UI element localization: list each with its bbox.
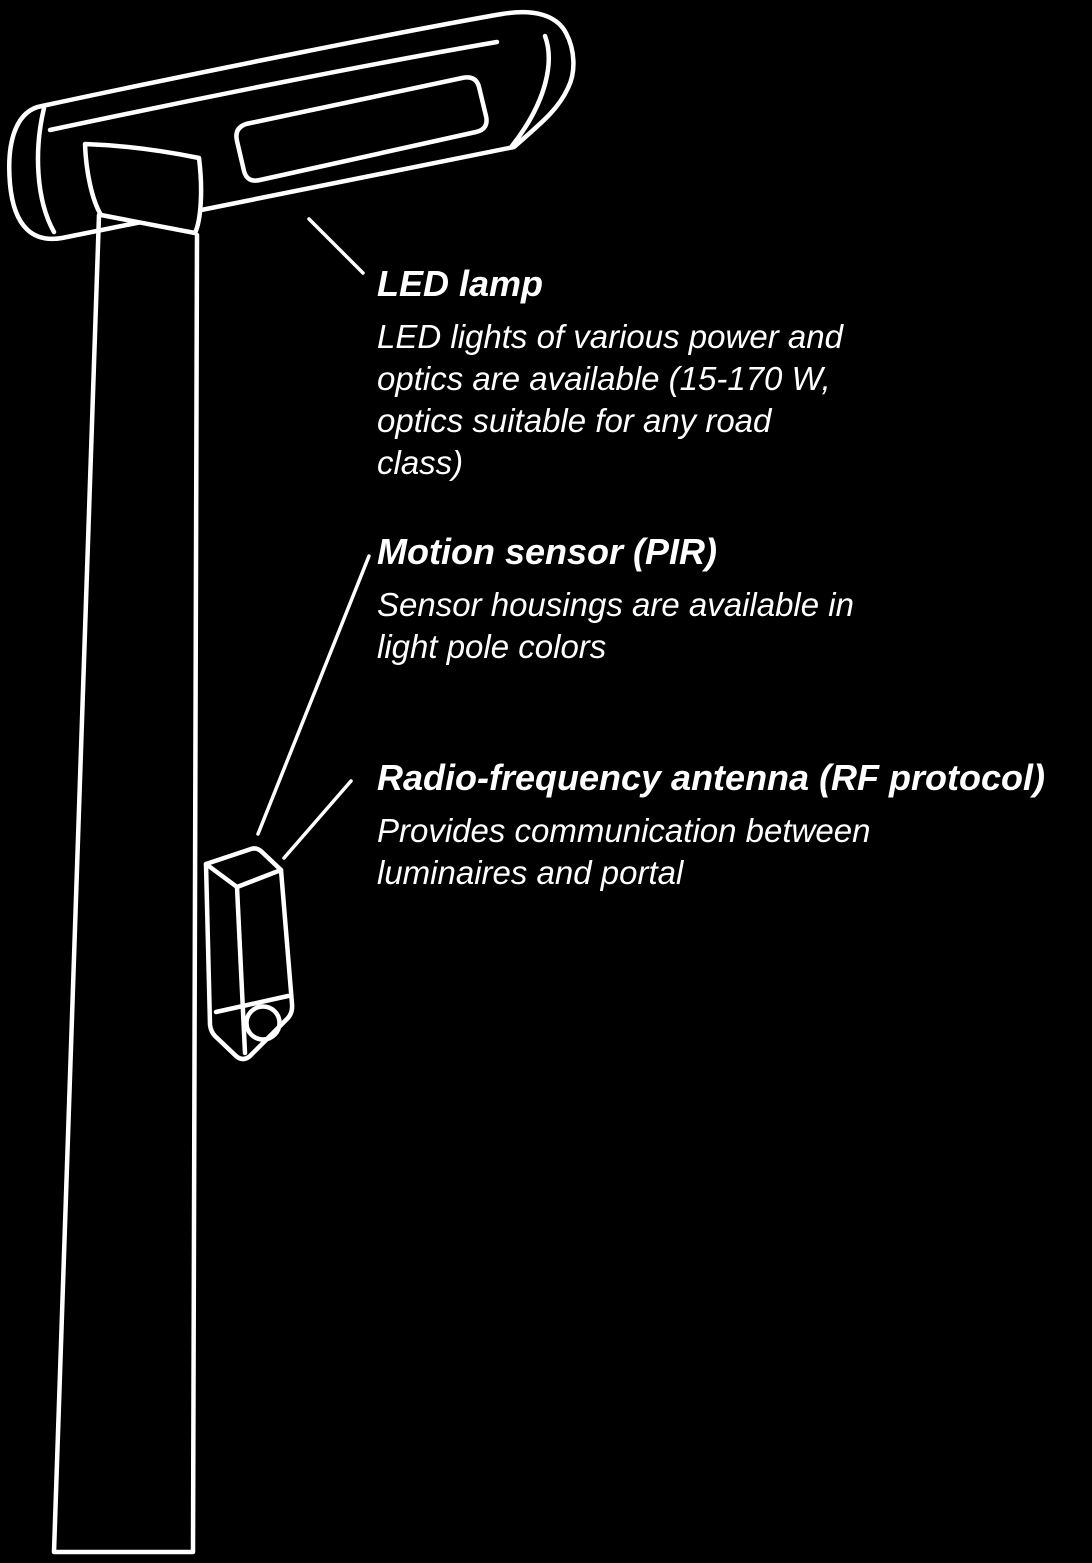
annotation-title-motion-sensor: Motion sensor (PIR) — [377, 531, 717, 572]
annotation-led-lamp: LED lamp LED lights of various power and… — [377, 262, 1077, 484]
pole-collar — [82, 141, 204, 236]
annotation-description-led-lamp: LED lights of various power and optics a… — [377, 318, 843, 481]
led-lamp-crease-line — [47, 39, 500, 133]
annotation-rf-antenna: Radio-frequency antenna (RF protocol) Pr… — [377, 756, 1092, 894]
annotation-motion-sensor: Motion sensor (PIR) Sensor housings are … — [377, 530, 1077, 668]
annotation-title-rf-antenna: Radio-frequency antenna (RF protocol) — [377, 757, 1046, 798]
leader-line-led-lamp — [307, 217, 365, 275]
pole-outline — [51, 212, 200, 1555]
led-lamp-endcap-crease — [509, 33, 551, 149]
annotation-title-led-lamp: LED lamp — [377, 263, 544, 304]
leader-line-rf-antenna — [282, 779, 353, 860]
motion-sensor-band-crease — [213, 993, 291, 1015]
motion-sensor-lens — [244, 1004, 282, 1042]
led-lamp-leftcap-crease — [35, 105, 57, 235]
motion-sensor-side-crease — [234, 884, 248, 1056]
led-lamp-lens-panel — [234, 75, 489, 183]
annotation-description-motion-sensor: Sensor housings are available in light p… — [377, 586, 854, 665]
leader-line-motion-sensor — [256, 554, 371, 836]
annotation-description-rf-antenna: Provides communication between luminaire… — [377, 812, 871, 891]
